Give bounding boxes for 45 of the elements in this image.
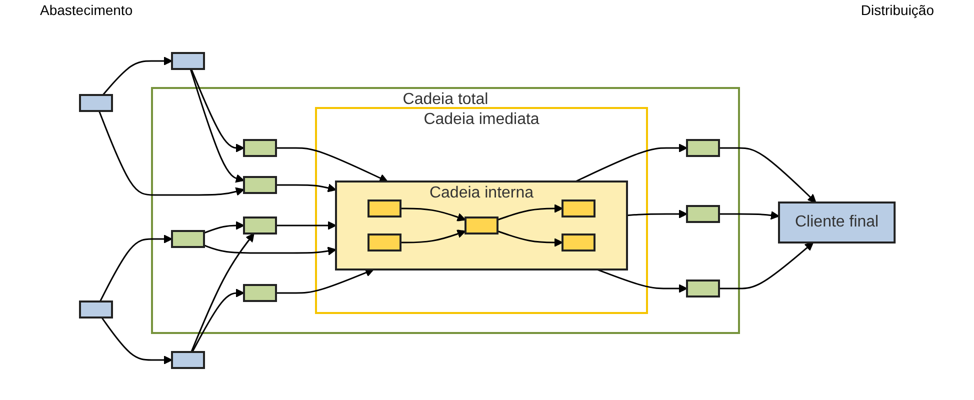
- arrow: [626, 209, 688, 218]
- section-label: Abastecimento: [40, 2, 133, 20]
- arrow: [400, 207, 466, 221]
- arrow: [203, 244, 336, 255]
- node-box: [686, 204, 720, 222]
- arrow: [100, 316, 172, 364]
- node-box: [242, 284, 277, 302]
- node-box: [170, 350, 205, 368]
- node-box: [78, 94, 113, 112]
- arrow: [99, 234, 172, 302]
- node-box: Cliente final: [778, 201, 896, 243]
- arrow: [400, 229, 466, 243]
- node-box: [686, 138, 720, 156]
- node-box: [686, 279, 720, 297]
- arrow: [718, 210, 780, 220]
- arrow: [276, 220, 336, 230]
- arrow: [496, 230, 563, 246]
- arrow: [203, 220, 244, 234]
- arrow: [98, 110, 244, 196]
- arrow: [496, 204, 563, 220]
- node-box: [561, 199, 596, 217]
- node-box: [78, 300, 113, 318]
- node-box: [367, 233, 402, 251]
- arrow: [596, 268, 688, 292]
- arrow: [191, 288, 244, 352]
- node-box: [242, 138, 277, 156]
- node-box: [242, 216, 277, 234]
- cluster: Cadeia interna: [334, 180, 628, 270]
- node-box: [242, 176, 277, 194]
- node-box: [561, 233, 596, 251]
- arrow: [574, 143, 688, 182]
- arrow: [190, 68, 244, 152]
- arrow: [102, 56, 172, 95]
- node-box: [367, 199, 402, 217]
- arrow: [276, 146, 388, 182]
- arrow: [718, 146, 816, 202]
- arrow: [190, 68, 244, 182]
- node-box: [464, 216, 498, 234]
- node-box: [170, 230, 205, 248]
- arrow: [718, 242, 814, 289]
- arrow: [276, 183, 336, 192]
- node-box: [170, 52, 205, 70]
- section-label: Distribuição: [860, 2, 934, 20]
- arrow: [190, 232, 254, 352]
- arrow: [276, 268, 374, 294]
